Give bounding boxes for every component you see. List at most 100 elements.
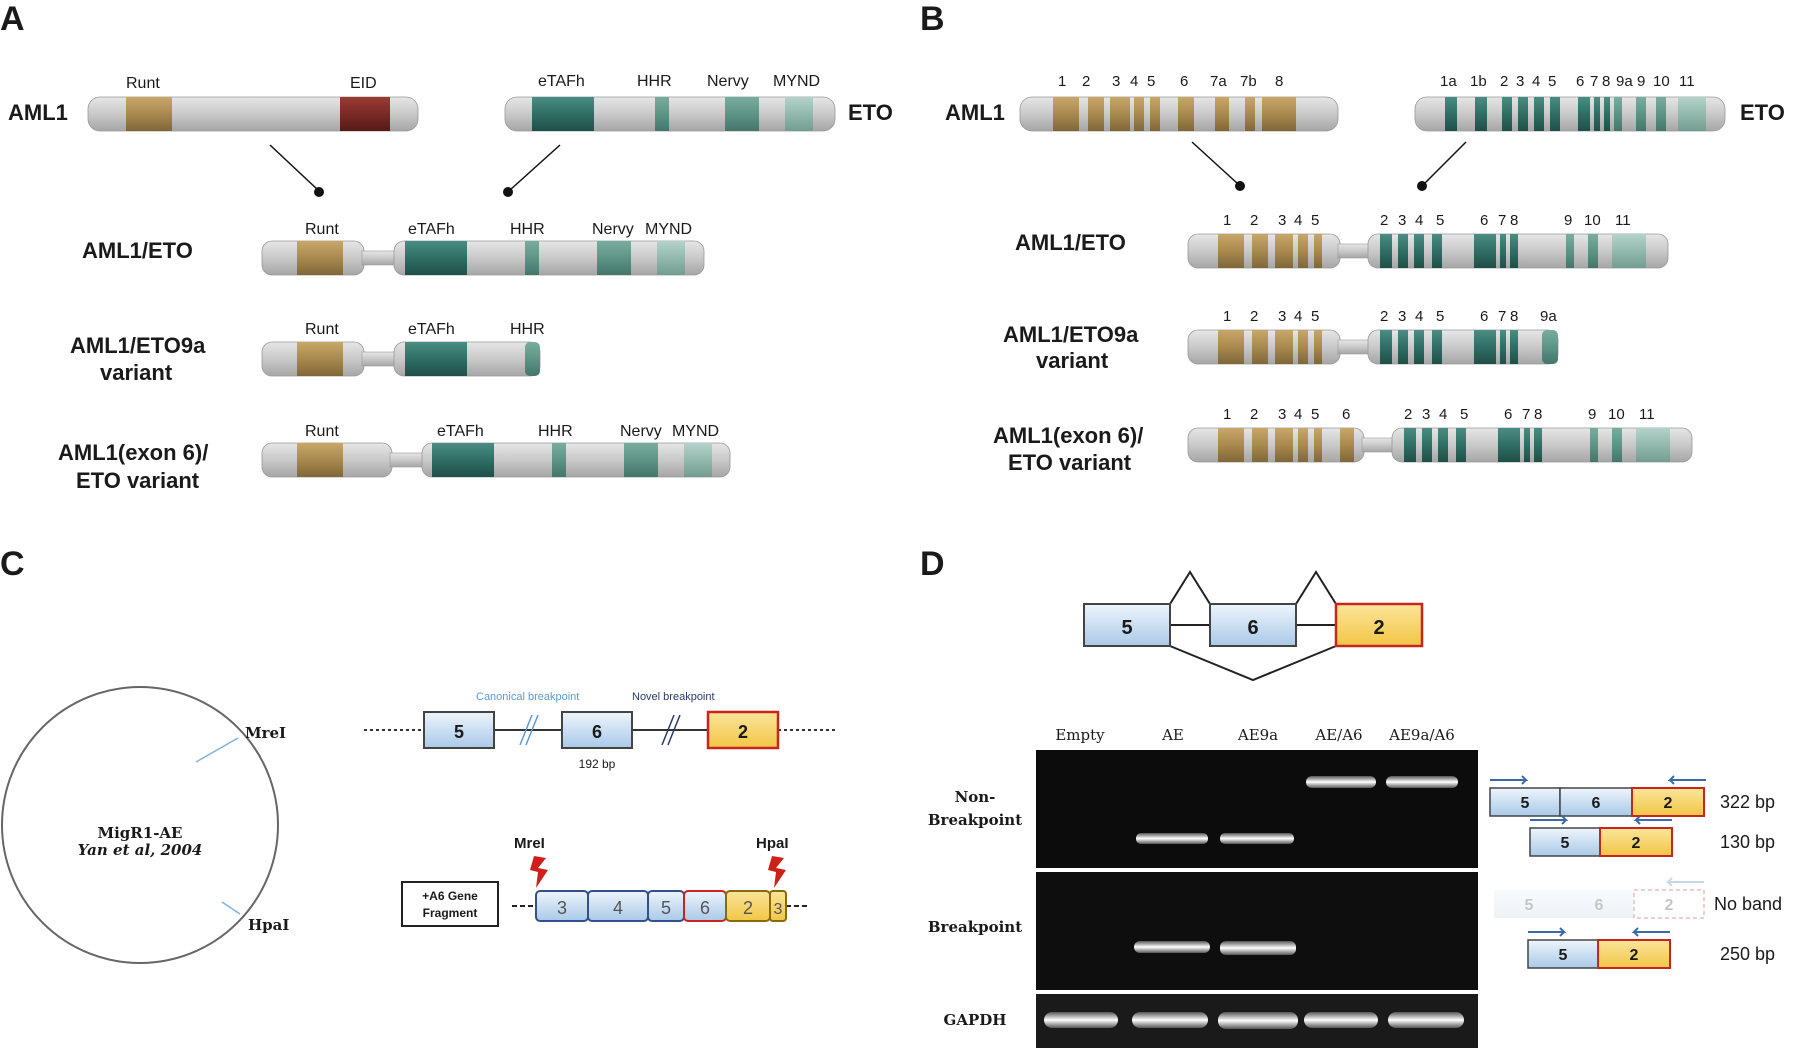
exon-number: 3	[1278, 406, 1286, 423]
product-130: 5 2	[1529, 815, 1673, 857]
domain-nervy: Nervy	[592, 221, 634, 238]
exon-size-label: 192 bp	[579, 757, 616, 771]
exon-number: 8	[1534, 406, 1542, 423]
eto-exon-numbers: 1a 1b 2 3 4 5 6 7 8 9a 9 10 11	[1440, 73, 1695, 90]
eto-exon-tube	[1414, 96, 1726, 132]
restriction-site-hpai: HpaI	[756, 835, 789, 852]
exon-number: 5	[1548, 73, 1556, 90]
eid-domain	[340, 97, 390, 131]
exon-number: 6	[1576, 73, 1584, 90]
product-exon-label: 5	[1525, 897, 1534, 914]
exon-number: 5	[1436, 212, 1444, 229]
exon-box-2	[706, 710, 780, 750]
product-no-band: 5 6 2	[1494, 877, 1705, 919]
aml1-label: AML1	[945, 100, 1005, 125]
domain-hhr: HHR	[538, 423, 573, 440]
plasmid-circle	[1, 686, 279, 964]
gel-band	[1132, 1012, 1208, 1028]
connector-eto	[509, 144, 561, 191]
row-aml1-eto9a-label-2: variant	[100, 360, 173, 385]
connector-dot	[1235, 181, 1245, 191]
exon-number: 3	[1398, 308, 1406, 325]
exon-box-6	[561, 711, 633, 749]
panel-c: MigR1-AE Yan et al, 2004 MreI HpaI 5 6 2…	[1, 686, 838, 964]
fusion-aml1-eto9a-exons	[1187, 329, 1559, 365]
primer-arrow-icon	[1530, 815, 1569, 825]
runt-domain	[126, 97, 172, 131]
exon-number: 4	[1294, 406, 1302, 423]
panel-label-c: C	[0, 545, 25, 583]
exon-number: 11	[1639, 406, 1655, 423]
row-aml1-eto9a-label-2: variant	[1036, 348, 1109, 373]
plasmid-reference: Yan et al, 2004	[78, 841, 203, 859]
exon-number: 5	[1311, 406, 1319, 423]
exon-number: 4	[1415, 212, 1423, 229]
gel-band	[1218, 1012, 1298, 1029]
exon-number: 2	[1380, 212, 1388, 229]
fusion-aml1-exon6-eto	[261, 442, 731, 478]
primer-arrow-icon	[1631, 927, 1670, 937]
fragment-exon-label: 3	[557, 898, 567, 918]
aml1-exon-numbers: 1 2 3 4 5 6 7a 7b 8	[1058, 73, 1283, 90]
exon-number: 11	[1615, 212, 1631, 229]
exon-number: 6	[1180, 73, 1188, 90]
exon-number: 3	[1516, 73, 1524, 90]
primer-arrow-icon	[1667, 775, 1706, 785]
connector-eto	[1423, 141, 1467, 185]
aml1-exon-tube	[1019, 96, 1339, 132]
domain-nervy: Nervy	[620, 423, 662, 440]
fragment-exon-label: 6	[700, 898, 710, 918]
domain-mynd: MYND	[645, 221, 692, 238]
exon-number: 9	[1564, 212, 1572, 229]
exon-number: 10	[1584, 212, 1601, 229]
gel-band	[1136, 833, 1208, 844]
fragment-exon-label: 4	[613, 898, 623, 918]
exon-number: 7	[1498, 212, 1506, 229]
cut-site-bolt-icon	[530, 856, 548, 888]
product-exon-label: 5	[1561, 835, 1570, 852]
row-aml1-exon6-label-2: ETO variant	[76, 468, 200, 493]
panel-label-d: D	[920, 545, 945, 583]
exon-number: 2	[1250, 212, 1258, 229]
splice-exon-label: 2	[1373, 617, 1384, 639]
fragment-exon-label: 5	[661, 898, 671, 918]
row-label-gapdh: GAPDH	[944, 1011, 1007, 1029]
exon-number: 10	[1653, 73, 1670, 90]
fragment-exon-label: 3	[774, 901, 783, 918]
exon-number: 3	[1422, 406, 1430, 423]
skip-splice-arc	[1169, 645, 1337, 682]
splice-exon-label: 6	[1247, 617, 1258, 639]
primer-arrow-icon	[1633, 815, 1672, 825]
domain-runt: Runt	[305, 221, 339, 238]
mynd-domain	[785, 97, 813, 131]
exon-number: 6	[1504, 406, 1512, 423]
splice-exon-6	[1209, 603, 1297, 647]
gel-band	[1306, 776, 1376, 788]
site-marker-mrei	[195, 737, 239, 763]
exon-number: 5	[1311, 308, 1319, 325]
splice-exon-2	[1334, 602, 1424, 648]
gene-fragment-label-1: +A6 Gene	[422, 889, 478, 903]
exon-number: 5	[1436, 308, 1444, 325]
product-exon-label: 2	[1664, 795, 1673, 812]
product-exon-label: 2	[1665, 897, 1674, 914]
exon-number: 2	[1404, 406, 1412, 423]
gene-fragment-label-2: Fragment	[423, 906, 478, 920]
gel-band	[1386, 776, 1458, 788]
lane-label: AE9a	[1237, 726, 1278, 744]
exon-number: 8	[1510, 308, 1518, 325]
gel-band	[1044, 1012, 1118, 1028]
row-label-nonbreakpoint-2: Breakpoint	[928, 811, 1022, 829]
product-exon-label: 5	[1521, 795, 1530, 812]
exon-number: 8	[1602, 73, 1610, 90]
row-aml1-eto9a-label-1: AML1/ETO9a	[70, 333, 206, 358]
exon-box-5	[423, 711, 495, 749]
exon-number: 10	[1608, 406, 1625, 423]
panel-a: AML1 Runt EID ETO eTAFh HHR Nervy MYND A…	[8, 73, 893, 493]
connector-aml1	[1191, 141, 1239, 185]
row3-exon-numbers: 1 2 3 4 5 6 2 3 4 5 6 7 8 9 10 11	[1223, 406, 1655, 423]
eto-tube	[504, 96, 836, 132]
product-exon-label: 6	[1592, 795, 1601, 812]
exon-number: 8	[1275, 73, 1283, 90]
